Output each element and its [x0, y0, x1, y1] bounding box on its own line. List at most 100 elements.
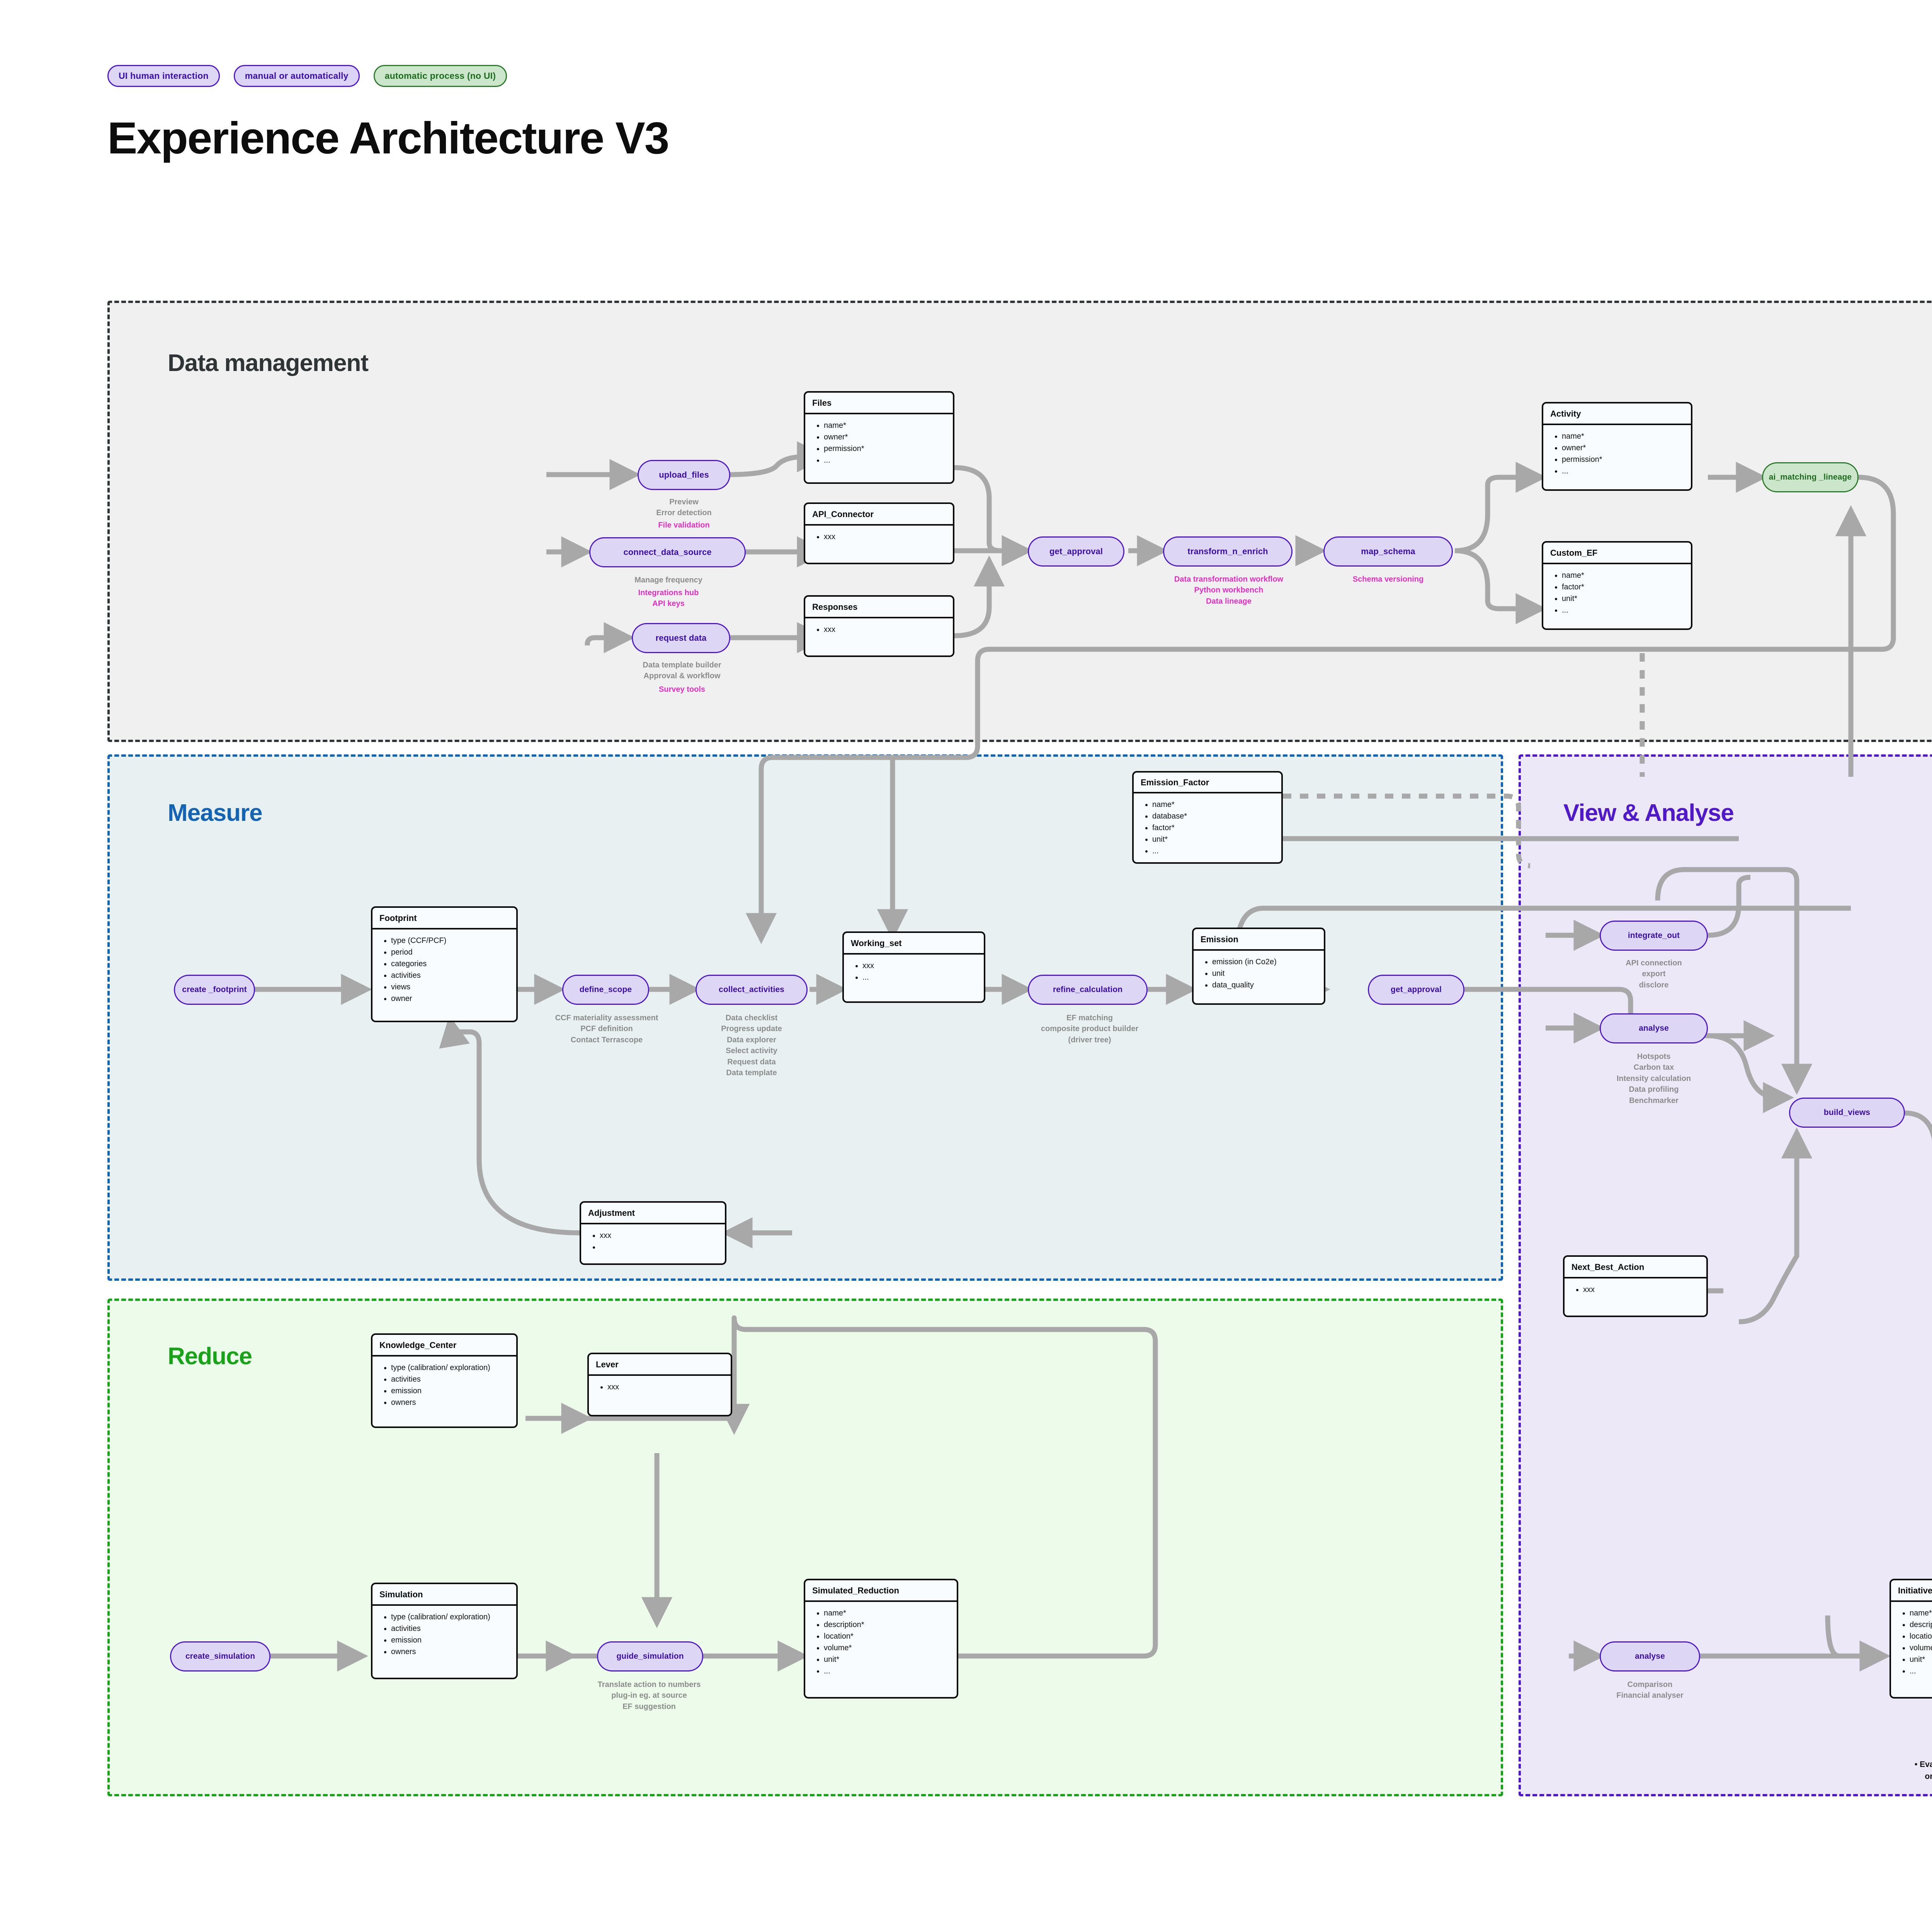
list-item: unit*: [1910, 1654, 1932, 1665]
node-build-views[interactable]: build_views: [1789, 1098, 1905, 1128]
list-item: type (CCF/PCF): [391, 935, 512, 946]
list-item: description*: [1910, 1619, 1932, 1631]
node-create-simulation[interactable]: create_simulation: [170, 1641, 270, 1671]
card-title-api-connector: API_Connector: [805, 504, 953, 526]
list-item: emission: [391, 1385, 512, 1397]
card-fields-footprint: type (CCF/PCF) period categories activit…: [372, 929, 516, 1010]
card-fields-adjustment: xxx: [581, 1224, 725, 1258]
legend: UI human interaction manual or automatic…: [107, 65, 507, 87]
node-analyse-bottom[interactable]: analyse: [1600, 1641, 1700, 1671]
section-reduce: Reduce: [107, 1299, 1503, 1796]
card-fields-files: name* owner* permission* ...: [805, 414, 953, 471]
note-connect-data-source-grey: Manage frequency: [634, 576, 702, 584]
list-item: ...: [862, 972, 980, 983]
card-title-knowledge-center: Knowledge_Center: [372, 1335, 516, 1357]
list-item: location*: [824, 1631, 953, 1642]
card-fields-simulation: type (calibration/ exploration) activiti…: [372, 1606, 516, 1663]
list-item: ...: [824, 1665, 953, 1677]
section-data-management: Data management: [107, 301, 1932, 742]
card-title-adjustment: Adjustment: [581, 1203, 725, 1224]
note-bullet-evaluate: • Evaluate (by supervisor or SME contrib…: [1914, 1760, 1932, 1781]
card-fields-next-best-action: xxx: [1565, 1278, 1706, 1301]
card-custom-ef: Custom_EF name* factor* unit* ...: [1542, 541, 1692, 630]
note-request-data-pink: Survey tools: [658, 685, 706, 694]
list-item: data_quality: [1212, 979, 1320, 991]
list-item: factor*: [1152, 822, 1277, 834]
note-connect-data-source-pink: Integrations hub API keys: [638, 589, 699, 608]
node-get-approval-data-management[interactable]: get_approval: [1028, 536, 1124, 567]
legend-pill-manual-or-automatically: manual or automatically: [233, 65, 360, 87]
note-upload-files-pink: File validation: [658, 521, 710, 529]
section-title-data-management: Data management: [168, 350, 369, 376]
list-item: ...: [1152, 845, 1277, 857]
list-item: xxx: [1583, 1284, 1702, 1295]
list-item: name*: [824, 1607, 953, 1619]
note-initiative-proposal-bullets: • Evidence • Evaluate (by supervisor or …: [1866, 1722, 1932, 1783]
list-item: volume*: [824, 1642, 953, 1654]
page-title: Experience Architecture V3: [107, 113, 669, 163]
list-item: owners: [391, 1646, 512, 1658]
section-title-view-and-analyse: View & Analyse: [1563, 800, 1734, 826]
card-title-custom-ef: Custom_EF: [1543, 543, 1691, 564]
node-connect-data-source[interactable]: connect_data_source: [589, 537, 746, 567]
card-title-activity: Activity: [1543, 403, 1691, 425]
list-item: name*: [1152, 799, 1277, 810]
list-item: owners: [391, 1397, 512, 1408]
list-item: permission*: [1562, 454, 1687, 465]
card-fields-activity: name* owner* permission* ...: [1543, 425, 1691, 482]
node-upload-files[interactable]: upload_files: [638, 460, 730, 490]
list-item: xxx: [607, 1381, 727, 1393]
card-responses: Responses xxx: [804, 595, 954, 657]
list-item: activities: [391, 970, 512, 981]
list-item: xxx: [862, 960, 980, 972]
card-fields-custom-ef: name* factor* unit* ...: [1543, 564, 1691, 621]
card-title-lever: Lever: [589, 1354, 731, 1376]
list-item: xxx: [824, 624, 949, 635]
section-title-measure: Measure: [168, 800, 263, 826]
card-emission-factor: Emission_Factor name* database* factor* …: [1132, 771, 1283, 864]
node-create-footprint[interactable]: create _footprint: [174, 975, 255, 1005]
note-collect-activities-grey: Data checklist Progress update Data expl…: [721, 1014, 782, 1077]
node-get-approval-measure[interactable]: get_approval: [1368, 975, 1464, 1005]
card-api-connector: API_Connector xxx: [804, 502, 954, 564]
card-footprint: Footprint type (CCF/PCF) period categori…: [371, 906, 518, 1022]
node-refine-calculation[interactable]: refine_calculation: [1028, 975, 1148, 1005]
card-fields-emission: emission (in Co2e) unit data_quality: [1194, 951, 1324, 996]
list-item: activities: [391, 1374, 512, 1385]
note-analyse-top-grey: Hotspots Carbon tax Intensity calculatio…: [1616, 1052, 1691, 1105]
card-fields-api-connector: xxx: [805, 526, 953, 548]
list-item: name*: [1562, 431, 1687, 442]
card-fields-emission-factor: name* database* factor* unit* ...: [1134, 793, 1281, 862]
list-item: ...: [824, 454, 949, 466]
card-knowledge-center: Knowledge_Center type (calibration/ expl…: [371, 1333, 518, 1428]
card-title-emission-factor: Emission_Factor: [1134, 773, 1281, 793]
list-item: emission: [391, 1634, 512, 1646]
note-analyse-bottom-grey: Comparison Financial analyser: [1616, 1680, 1684, 1700]
list-item: unit*: [1562, 593, 1687, 604]
card-next-best-action: Next_Best_Action xxx: [1563, 1255, 1708, 1317]
node-ai-matching-lineage[interactable]: ai_matching _lineage: [1762, 462, 1859, 492]
card-activity: Activity name* owner* permission* ...: [1542, 402, 1692, 491]
node-request-data[interactable]: request data: [632, 623, 730, 653]
card-fields-simulated-reduction: name* description* location* volume* uni…: [805, 1602, 957, 1682]
list-item: ...: [1562, 465, 1687, 477]
list-item: location*: [1910, 1631, 1932, 1642]
list-item: owner*: [1562, 442, 1687, 454]
node-transform-n-enrich[interactable]: transform_n_enrich: [1163, 536, 1293, 567]
note-transform-n-enrich-pink: Data transformation workflow Python work…: [1174, 575, 1284, 606]
card-lever: Lever xxx: [587, 1353, 732, 1416]
card-fields-knowledge-center: type (calibration/ exploration) activiti…: [372, 1357, 516, 1414]
note-request-data-grey: Data template builder Approval & workflo…: [643, 661, 721, 681]
node-collect-activities[interactable]: collect_activities: [696, 975, 808, 1005]
node-map-schema[interactable]: map_schema: [1323, 536, 1453, 567]
node-define-scope[interactable]: define_scope: [562, 975, 649, 1005]
list-item: ...: [1562, 604, 1687, 616]
card-adjustment: Adjustment xxx: [580, 1201, 726, 1265]
node-guide-simulation[interactable]: guide_simulation: [597, 1641, 703, 1671]
card-fields-working-set: xxx ...: [844, 955, 984, 989]
list-item: views: [391, 981, 512, 993]
list-item: factor*: [1562, 581, 1687, 593]
card-title-responses: Responses: [805, 597, 953, 618]
node-integrate-out[interactable]: integrate_out: [1600, 921, 1708, 951]
node-analyse-top[interactable]: analyse: [1600, 1013, 1708, 1043]
